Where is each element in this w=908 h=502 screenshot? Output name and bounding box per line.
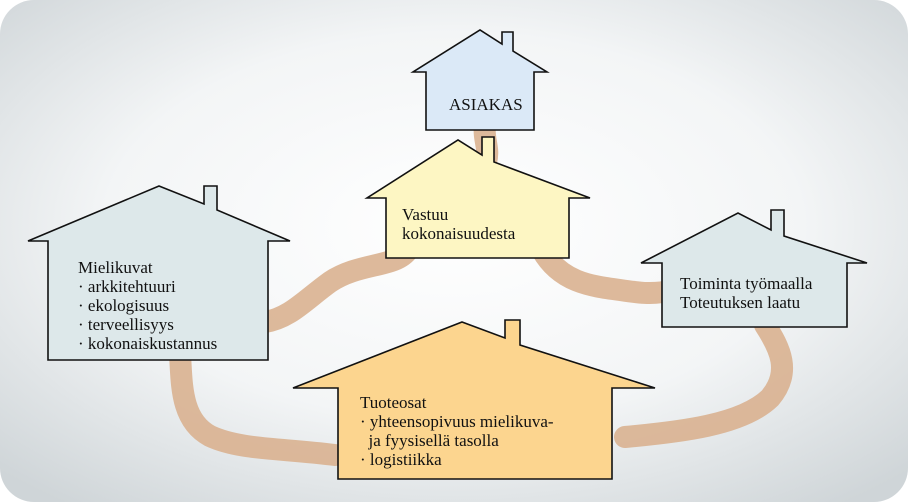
label-line: kokonaisuudesta <box>402 224 516 243</box>
house-label-asiakas: ASIAKAS <box>449 95 523 114</box>
label-line: · kokonaiskustannus <box>78 334 218 353</box>
path-vastuu-toiminta <box>531 239 683 304</box>
label-line: · logistiikka <box>360 450 442 469</box>
label-line: · arkkitehtuuri <box>78 277 176 296</box>
label-line: Tuoteosat <box>360 393 427 412</box>
label-line: Vastuu <box>402 205 449 224</box>
label-line: Mielikuvat <box>78 258 153 277</box>
label-line: · yhteensopivuus mielikuva- <box>360 412 554 431</box>
house-mielikuvat <box>27 185 291 361</box>
label-line: · terveellisyys <box>78 315 174 334</box>
label-line: · ekologisuus <box>78 296 170 315</box>
label-line: Toteutuksen laatu <box>680 293 801 312</box>
path-mielikuvat-tuoteosat <box>169 344 346 466</box>
label-line: ja fyysisellä tasolla <box>360 431 499 450</box>
house-tuoteosat <box>292 319 656 480</box>
house-label-mielikuvat: Mielikuvat· arkkitehtuuri· ekologisuus· … <box>78 258 217 353</box>
house-toiminta <box>640 209 868 328</box>
path-vastuu-mielikuvat <box>254 239 419 333</box>
house-asiakas <box>410 29 550 131</box>
house-vastuu <box>364 136 591 259</box>
label-line: ASIAKAS <box>449 95 523 114</box>
label-line: Toiminta työmaalla <box>680 274 813 293</box>
house-label-tuoteosat: Tuoteosat· yhteensopivuus mielikuva- ja … <box>360 393 554 469</box>
path-toiminta-tuoteosat <box>614 314 794 448</box>
